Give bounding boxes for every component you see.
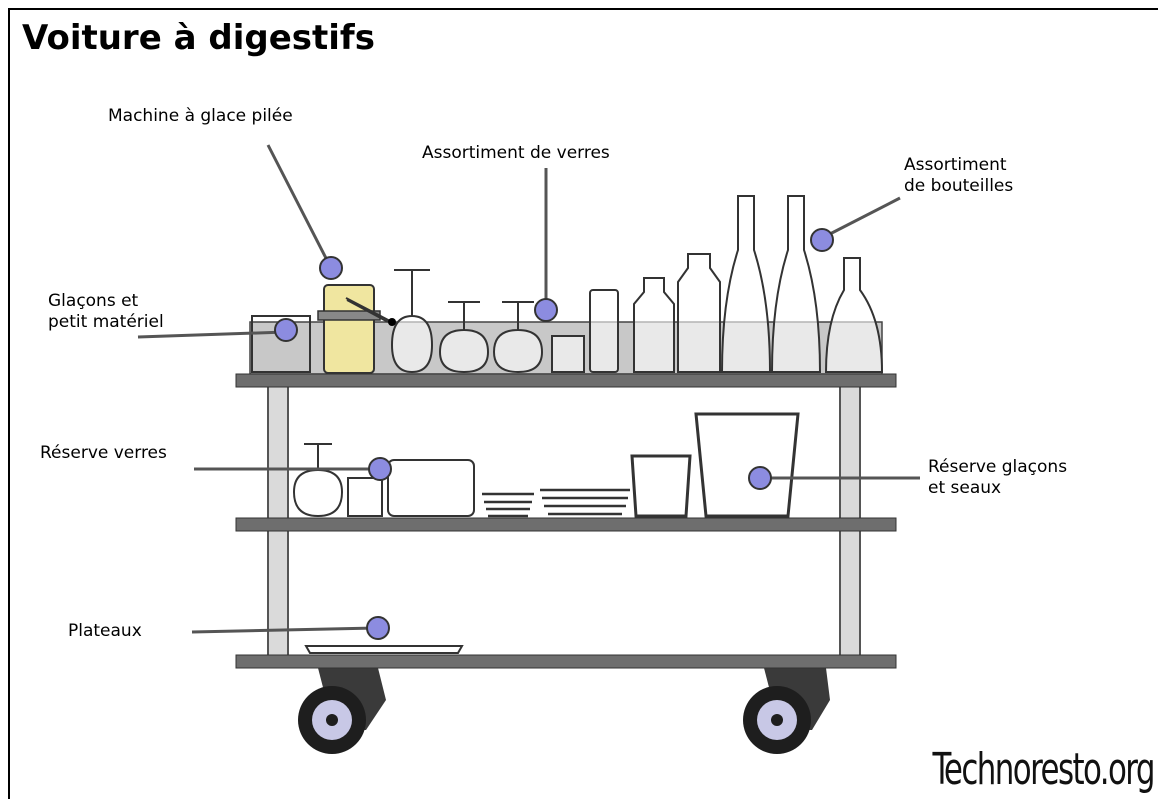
label-reserve-verres: Réserve verres xyxy=(40,443,167,463)
wine-glass xyxy=(492,301,544,374)
ice-machine xyxy=(323,284,375,374)
tall-glass xyxy=(589,289,619,373)
leader-machine-glace xyxy=(266,144,332,267)
label-assortiment-bouteilles: Assortiment de bouteilles xyxy=(904,155,1013,197)
marker-assortiment-bouteilles xyxy=(810,228,834,252)
wine-glass xyxy=(390,269,434,374)
label-plateaux: Plateaux xyxy=(68,621,142,641)
marker-reserve-verres xyxy=(368,457,392,481)
reserve-wine-glass xyxy=(292,443,344,518)
marker-reserve-glacons xyxy=(748,466,772,490)
leader-glacons xyxy=(137,330,287,339)
marker-machine-glace xyxy=(319,256,343,280)
label-assortiment-verres: Assortiment de verres xyxy=(422,143,610,163)
bottle xyxy=(770,195,822,373)
plate-stack-small xyxy=(482,492,534,518)
bottle xyxy=(824,257,884,373)
large-ice-bucket xyxy=(694,412,800,518)
label-line: et seaux xyxy=(928,478,1002,498)
plate-stack-large xyxy=(540,488,630,516)
tumbler xyxy=(551,335,585,373)
marker-glacons xyxy=(274,318,298,342)
label-glacons: Glaçons et petit matériel xyxy=(48,291,164,333)
marker-plateaux xyxy=(366,616,390,640)
brand-logo-text: Technoresto.org xyxy=(932,744,1156,795)
diagram-title: Voiture à digestifs xyxy=(22,18,375,58)
leader-plateaux xyxy=(191,626,377,634)
bottle xyxy=(633,277,675,373)
label-line: Glaçons et xyxy=(48,291,139,311)
leader-assortiment-bouteilles xyxy=(825,196,901,238)
label-line: Assortiment xyxy=(904,155,1007,175)
wine-glass xyxy=(438,301,490,374)
label-machine-glace: Machine à glace pilée xyxy=(108,106,293,126)
label-line: petit matériel xyxy=(48,312,164,332)
bottle xyxy=(720,195,772,373)
reserve-tumbler xyxy=(347,477,383,517)
marker-assortiment-verres xyxy=(534,298,558,322)
ice-bucket xyxy=(251,315,311,373)
label-line: Réserve glaçons xyxy=(928,457,1068,477)
top-shelf xyxy=(235,373,897,388)
label-reserve-glacons: Réserve glaçons et seaux xyxy=(928,457,1067,499)
bottom-shelf xyxy=(235,654,897,669)
label-line: de bouteilles xyxy=(904,176,1014,196)
bottle xyxy=(677,253,721,373)
serving-tray xyxy=(304,645,464,654)
reserve-glass-stack xyxy=(387,459,475,517)
diagram-frame xyxy=(8,8,1158,799)
middle-shelf xyxy=(235,517,897,532)
small-ice-bucket xyxy=(630,454,692,518)
